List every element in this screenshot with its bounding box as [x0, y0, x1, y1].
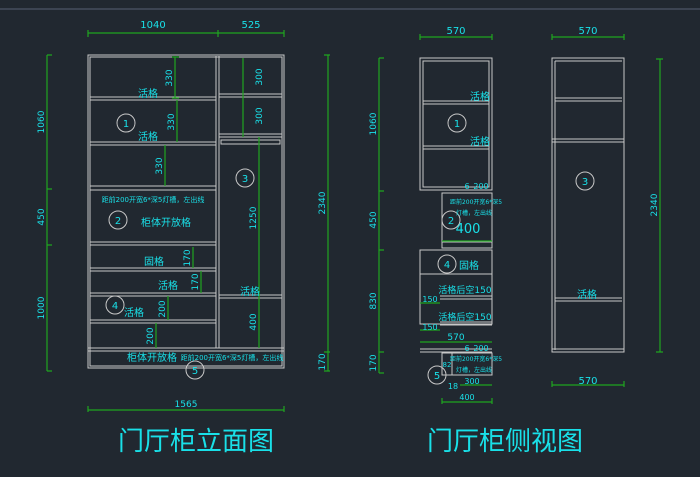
- side-marker-label-4: 4: [444, 260, 450, 271]
- note-light-slot-2: 距前200开宽6*深5灯槽，左出线: [102, 195, 205, 204]
- label-open-compartment: 柜体开放格: [141, 216, 191, 229]
- side-marker-circle-1: [447, 113, 467, 133]
- dim-1565: 1565: [175, 400, 198, 410]
- side-dim-570: 570: [446, 26, 465, 37]
- side-label-shelf-back-1: 活格后空150: [438, 284, 491, 296]
- label-fixed-shelf: 固格: [144, 255, 164, 268]
- side-label-movable-shelf: 活格: [470, 135, 490, 148]
- label-movable-shelf: 活格: [138, 87, 158, 100]
- right-dim-2340: 2340: [650, 193, 660, 216]
- marker-circle-4: [105, 295, 125, 315]
- dim-200-a: 200: [158, 300, 168, 317]
- dim-300-a: 300: [255, 68, 265, 85]
- dim-330-c: 330: [155, 157, 165, 174]
- right-dim-570-bottom: 570: [578, 376, 597, 387]
- label-open-compartment-base: 柜体开放格: [127, 351, 177, 364]
- side-dim-150-a: 150: [422, 295, 437, 304]
- marker-circle-2: [108, 210, 128, 230]
- front-cabinet-outline: [87, 54, 285, 369]
- side-dim-82: 82: [443, 361, 452, 369]
- side-cabinet-outline: [419, 57, 493, 376]
- side-marker-label-1: 1: [454, 119, 460, 130]
- side-dim-6: 6: [464, 182, 469, 191]
- side-label-fixed-shelf: 固格: [459, 259, 479, 272]
- side-note-2b: 灯槽，左出线: [456, 209, 492, 217]
- side-dim-6-b: 6: [464, 344, 469, 353]
- dim-170-a: 170: [183, 249, 193, 266]
- dim-1250: 1250: [249, 206, 259, 229]
- side-dim-200: 200: [473, 182, 488, 191]
- dim-2340: 2340: [318, 191, 328, 214]
- side-dim-450: 450: [369, 211, 379, 228]
- right-marker-circle-3: [575, 171, 595, 191]
- dim-170: 170: [318, 353, 328, 370]
- dim-1000: 1000: [37, 296, 47, 319]
- note-light-slot-5: 距前200开宽6*深5灯槽，左出线: [181, 353, 284, 362]
- marker-label-3: 3: [242, 174, 248, 185]
- marker-circle-3: [235, 168, 255, 188]
- window-top-border: [0, 8, 700, 10]
- side-label-shelf-back-2: 活格后空150: [438, 311, 491, 323]
- marker-label-2: 2: [115, 216, 121, 227]
- side-dim-830: 830: [369, 292, 379, 309]
- dim-330-a: 330: [165, 69, 175, 86]
- side-marker-circle-2: [441, 210, 461, 230]
- dim-170-b: 170: [191, 273, 201, 290]
- side-dim-400-depth: 400: [456, 222, 481, 237]
- side-marker-circle-5: [427, 365, 447, 385]
- side-dim-570-inner: 570: [447, 333, 464, 343]
- side-dim-150-b: 150: [422, 323, 437, 332]
- dim-1040: 1040: [140, 20, 165, 31]
- dim-330-b: 330: [167, 113, 177, 130]
- right-side-cabinet-outline: [551, 57, 625, 353]
- marker-label-4: 4: [112, 301, 118, 312]
- dim-1060: 1060: [37, 110, 47, 133]
- side-dim-18: 18: [448, 382, 458, 391]
- marker-circle-1: [116, 113, 136, 133]
- right-label-movable-shelf: 活格: [577, 288, 597, 301]
- side-dim-200-b: 200: [473, 344, 488, 353]
- right-dim-570-top: 570: [578, 26, 597, 37]
- label-movable-shelf: 活格: [158, 279, 178, 292]
- side-label-movable-shelf: 活格: [470, 90, 490, 103]
- side-dim-170: 170: [369, 354, 379, 371]
- side-marker-label-2: 2: [448, 216, 454, 227]
- side-note-5b: 灯槽，左出线: [456, 366, 492, 374]
- dim-450: 450: [37, 208, 47, 225]
- front-view-title: 门厅柜立面图: [118, 427, 274, 457]
- dim-300-b: 300: [255, 107, 265, 124]
- label-movable-shelf: 活格: [138, 130, 158, 143]
- marker-circle-5: [185, 360, 205, 380]
- label-movable-shelf: 活格: [240, 285, 260, 298]
- label-movable-shelf: 活格: [124, 306, 144, 319]
- dim-525: 525: [241, 20, 260, 31]
- side-note-5a: 距前200开宽6*深5: [450, 355, 502, 363]
- side-note-2a: 距前200开宽6*深5: [450, 198, 502, 206]
- side-marker-circle-4: [437, 254, 457, 274]
- side-marker-label-5: 5: [434, 371, 440, 382]
- side-view-title: 门厅柜侧视图: [427, 427, 583, 457]
- dimension-lines: [46, 30, 663, 412]
- dim-400: 400: [249, 313, 259, 330]
- side-dim-1060: 1060: [369, 112, 379, 135]
- right-marker-label-3: 3: [582, 177, 588, 188]
- marker-label-5: 5: [192, 366, 198, 377]
- marker-label-1: 1: [123, 119, 129, 130]
- dim-200-b: 200: [146, 327, 156, 344]
- side-dim-400-bottom: 400: [459, 393, 474, 402]
- side-dim-300: 300: [464, 377, 479, 386]
